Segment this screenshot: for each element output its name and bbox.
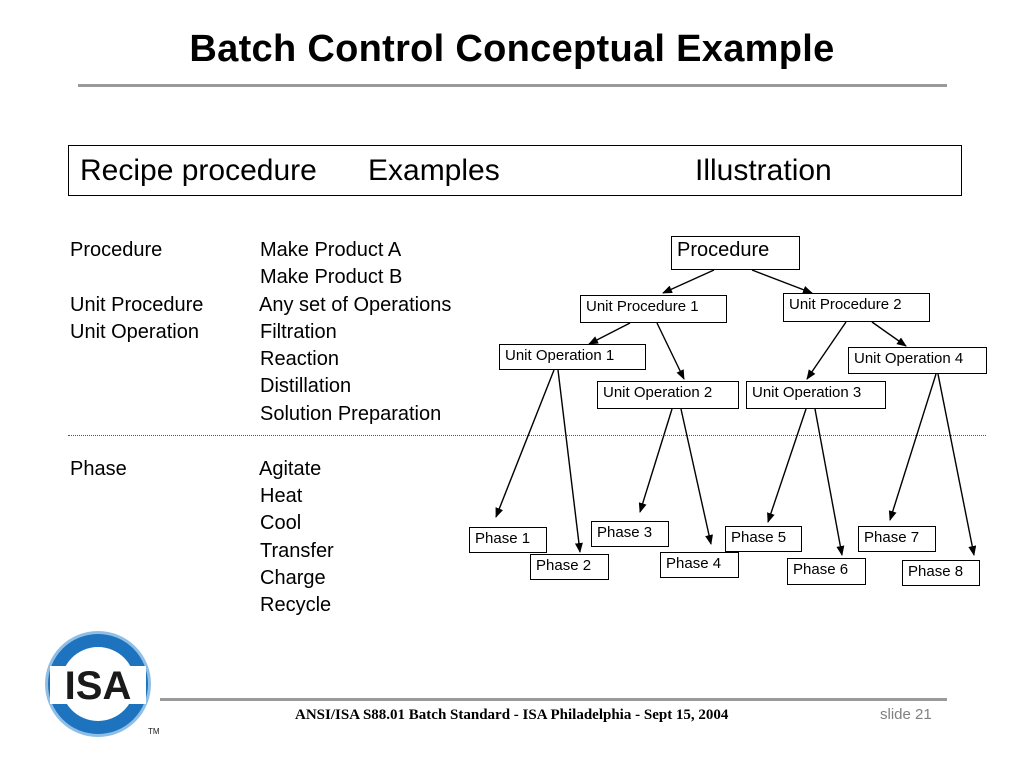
arrow bbox=[495, 369, 555, 518]
arrow bbox=[937, 373, 977, 556]
header-recipe-procedure: Recipe procedure bbox=[80, 154, 317, 187]
example-item: Filtration bbox=[260, 321, 337, 343]
logo-trademark: TM bbox=[148, 727, 160, 736]
header-box bbox=[68, 145, 962, 196]
arrow bbox=[767, 408, 807, 523]
arrow bbox=[680, 408, 713, 545]
level-procedure: Procedure bbox=[70, 239, 163, 261]
example-item: Heat bbox=[260, 485, 303, 507]
node-phase-3: Phase 3 bbox=[591, 521, 669, 547]
slide-number: slide 21 bbox=[880, 706, 932, 723]
title-divider bbox=[78, 84, 947, 87]
node-unit-operation-1: Unit Operation 1 bbox=[499, 344, 646, 370]
node-unit-procedure-2: Unit Procedure 2 bbox=[783, 293, 930, 322]
node-procedure: Procedure bbox=[671, 236, 800, 270]
example-item: Distillation bbox=[260, 375, 352, 397]
node-phase-8: Phase 8 bbox=[902, 560, 980, 586]
level-phase: Phase bbox=[70, 458, 127, 480]
isa-logo: ISA TM bbox=[42, 628, 160, 745]
node-phase-2: Phase 2 bbox=[530, 554, 609, 580]
level-unit-procedure: Unit Procedure bbox=[70, 294, 204, 316]
header-examples: Examples bbox=[368, 154, 500, 187]
example-item: Recycle bbox=[260, 594, 332, 616]
arrow bbox=[656, 322, 685, 380]
arrow bbox=[638, 408, 673, 513]
node-unit-operation-4: Unit Operation 4 bbox=[848, 347, 987, 374]
arrow bbox=[662, 269, 715, 294]
arrow bbox=[888, 373, 937, 521]
arrow bbox=[871, 321, 907, 347]
arrow bbox=[751, 269, 813, 294]
node-phase-5: Phase 5 bbox=[725, 526, 802, 552]
node-phase-6: Phase 6 bbox=[787, 558, 866, 585]
footer-divider bbox=[160, 698, 947, 701]
example-item: Cool bbox=[260, 512, 302, 534]
arrow bbox=[557, 369, 583, 553]
example-item: Make Product B bbox=[260, 266, 403, 288]
example-item: Any set of Operations bbox=[259, 294, 452, 316]
example-item: Agitate bbox=[259, 458, 322, 480]
node-phase-1: Phase 1 bbox=[469, 527, 547, 553]
example-item: Solution Preparation bbox=[260, 403, 442, 425]
section-divider bbox=[68, 435, 986, 436]
example-item: Reaction bbox=[260, 348, 339, 370]
node-unit-procedure-1: Unit Procedure 1 bbox=[580, 295, 727, 323]
arrow bbox=[806, 321, 847, 380]
footer-text: ANSI/ISA S88.01 Batch Standard - ISA Phi… bbox=[295, 707, 729, 723]
header-illustration: Illustration bbox=[695, 154, 832, 187]
slide-title: Batch Control Conceptual Example bbox=[189, 28, 835, 70]
arrow bbox=[814, 408, 845, 556]
logo-text: ISA bbox=[65, 664, 132, 708]
example-item: Transfer bbox=[260, 540, 334, 562]
node-phase-4: Phase 4 bbox=[660, 552, 739, 578]
node-unit-operation-3: Unit Operation 3 bbox=[746, 381, 886, 409]
example-item: Charge bbox=[260, 567, 326, 589]
level-unit-operation: Unit Operation bbox=[70, 321, 199, 343]
node-phase-7: Phase 7 bbox=[858, 526, 936, 552]
arrow bbox=[588, 322, 631, 345]
node-unit-operation-2: Unit Operation 2 bbox=[597, 381, 739, 409]
example-item: Make Product A bbox=[260, 239, 402, 261]
